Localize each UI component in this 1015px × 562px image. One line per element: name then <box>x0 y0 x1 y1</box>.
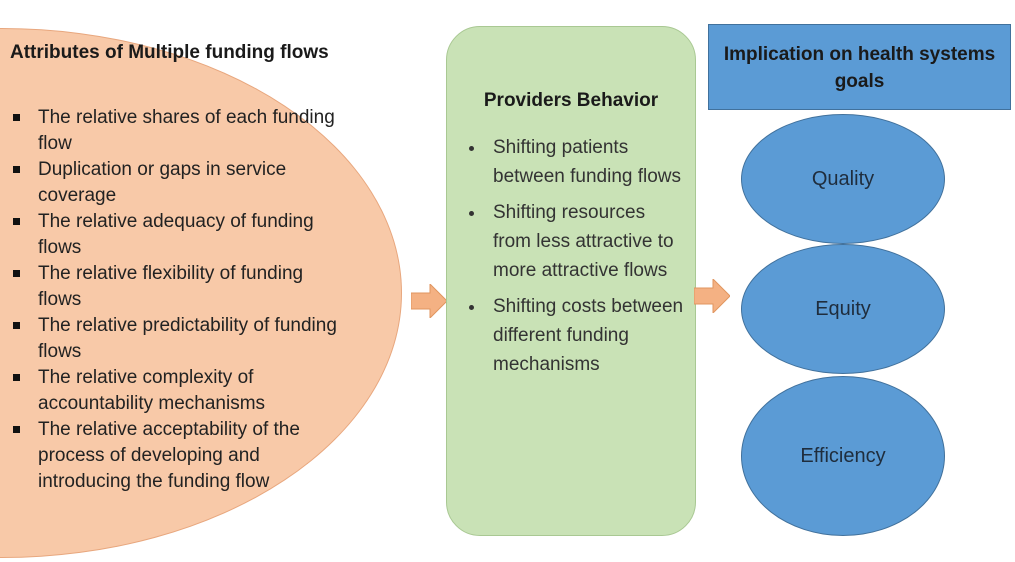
provider-item: Shifting resources from less attractive … <box>465 198 685 285</box>
attribute-item: The relative acceptability of the proces… <box>10 417 340 495</box>
goal-label: Quality <box>811 167 875 190</box>
goal-label: Efficiency <box>800 444 886 467</box>
attributes-title: Attributes of Multiple funding flows <box>10 42 329 63</box>
attribute-text: The relative shares of each funding flow <box>38 107 335 154</box>
providers-box: Providers Behavior Shifting patients bet… <box>446 26 696 536</box>
square-bullet-icon <box>13 426 20 433</box>
attribute-item: The relative adequacy of funding flows <box>10 209 340 261</box>
providers-title: Providers Behavior <box>483 90 659 111</box>
provider-text: Shifting resources from less attractive … <box>493 202 674 281</box>
square-bullet-icon <box>13 270 20 277</box>
provider-item: Shifting patients between funding flows <box>465 133 685 191</box>
attribute-text: The relative flexibility of funding flow… <box>38 263 304 310</box>
bullet-dot-icon <box>469 146 474 151</box>
square-bullet-icon <box>13 114 20 121</box>
attribute-item: Duplication or gaps in service coverage <box>10 157 340 209</box>
attribute-text: The relative complexity of accountabilit… <box>38 367 266 414</box>
attribute-text: The relative acceptability of the proces… <box>38 419 300 492</box>
goal-quality: Quality <box>741 114 945 244</box>
square-bullet-icon <box>13 166 20 173</box>
provider-item: Shifting costs between different funding… <box>465 292 685 379</box>
goal-efficiency: Efficiency <box>741 376 945 536</box>
right-arrow-icon <box>694 279 730 313</box>
goals-title: Implication on health systems goals <box>723 44 996 92</box>
attribute-text: The relative adequacy of funding flows <box>38 211 314 258</box>
goal-equity: Equity <box>741 244 945 374</box>
attribute-text: Duplication or gaps in service coverage <box>38 159 287 206</box>
attribute-text: The relative predictability of funding f… <box>38 315 337 362</box>
goals-header: Implication on health systems goals <box>708 24 1011 110</box>
square-bullet-icon <box>13 218 20 225</box>
right-arrow-icon <box>411 284 447 318</box>
provider-text: Shifting costs between different funding… <box>493 296 684 375</box>
attributes-panel: Attributes of Multiple funding flows The… <box>0 28 402 558</box>
attribute-item: The relative flexibility of funding flow… <box>10 261 340 313</box>
attribute-item: The relative shares of each funding flow <box>10 105 340 157</box>
goal-label: Equity <box>815 297 871 320</box>
provider-text: Shifting patients between funding flows <box>493 137 682 187</box>
attribute-item: The relative predictability of funding f… <box>10 313 340 365</box>
providers-list: Shifting patients between funding flows … <box>465 133 685 386</box>
bullet-dot-icon <box>469 305 474 310</box>
square-bullet-icon <box>13 322 20 329</box>
attribute-item: The relative complexity of accountabilit… <box>10 365 340 417</box>
bullet-dot-icon <box>469 211 474 216</box>
square-bullet-icon <box>13 374 20 381</box>
attributes-list: The relative shares of each funding flow… <box>10 105 340 495</box>
